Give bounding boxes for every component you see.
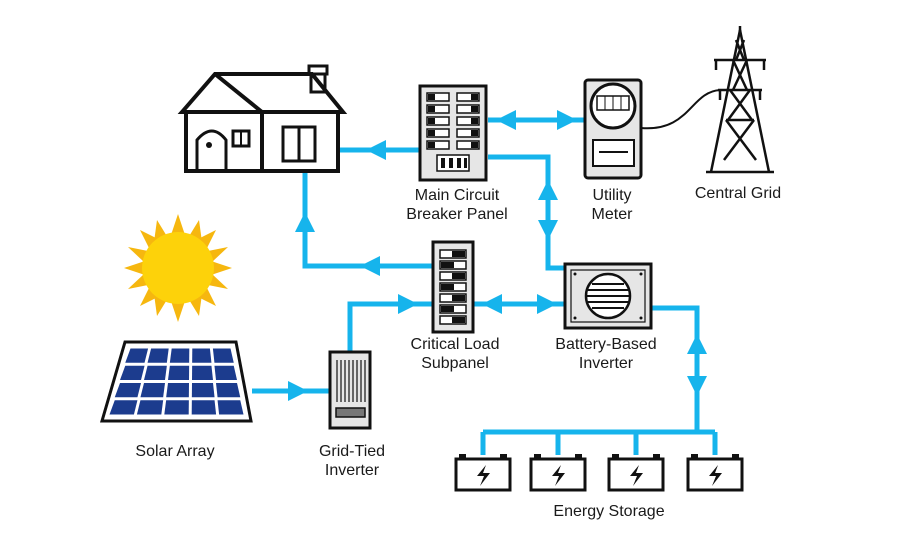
lightning-bolt-icon [477,465,490,486]
grid-tied-inverter-icon [328,350,372,430]
battery-icon [686,454,744,492]
solar-cell [166,383,189,398]
main-breaker-panel-icon [418,84,488,182]
solar-cell [114,383,141,398]
label-utility-meter-2: Meter [592,206,634,223]
arrow-to-subpanel [398,294,418,314]
label-critical-load-1: Critical Load [411,336,500,353]
solar-cell [120,365,145,380]
label-main-panel-2: Breaker Panel [406,206,507,223]
solar-cell [168,365,190,380]
label-energy-storage: Energy Storage [553,503,664,520]
label-main-panel-1: Main Circuit [415,187,500,204]
label-grid-tied-2: Inverter [325,462,380,479]
solar-cell [164,400,189,415]
battery-icon [454,454,512,492]
battery-icon [607,454,665,492]
solar-cell [147,348,169,363]
label-critical-load-2: Subpanel [421,355,489,372]
arrow-meter-right [557,110,577,130]
wire-battery-inverter-storage [650,305,700,432]
arrow-storage-up [687,334,707,354]
battery-inverter-icon [563,262,653,330]
house-icon [177,64,348,173]
label-utility-meter-1: Utility [592,187,631,204]
solar-cell [216,383,241,398]
battery-icon [529,454,587,492]
wire-main-battery-inverter [488,154,565,271]
solar-cell [212,348,234,363]
arrow-meter-left [496,110,516,130]
sun-icon [124,214,232,322]
arrow-main-down [538,220,558,240]
solar-cell [136,400,164,415]
lightning-bolt-icon [552,465,565,486]
solar-cell [144,365,167,380]
arrows [288,110,707,401]
transmission-tower-icon [706,26,774,174]
solar-cell [169,348,190,363]
label-solar-array: Solar Array [135,443,214,460]
arrow-house-up [295,212,315,232]
solar-array-icon [100,340,253,423]
arrow-battery-right [537,294,557,314]
arrow-storage-down [687,376,707,396]
solar-cell [109,400,138,415]
label-central-grid: Central Grid [695,185,781,202]
solar-cell [192,348,212,363]
solar-cell [191,383,215,398]
energy-storage [454,454,744,492]
label-battery-inverter-1: Battery-Based [555,336,656,353]
utility-meter-icon [583,78,643,180]
solar-cell [192,365,213,380]
wire-subpanel-house [302,172,433,269]
lightning-bolt-icon [709,465,722,486]
grid-cable [640,89,721,130]
solar-cell [214,365,237,380]
arrow-to-house [366,140,386,160]
labels: Main Circuit Breaker Panel Utility Meter… [135,185,781,520]
solar-cell [217,400,244,415]
arrow-main-up [538,180,558,200]
solar-cell [191,400,217,415]
critical-load-subpanel-icon [431,240,475,334]
solar-cell [140,383,165,398]
arrow-to-gridtied [288,381,308,401]
label-grid-tied-1: Grid-Tied [319,443,385,460]
arrow-subpanel-left [360,256,380,276]
solar-cell [125,348,149,363]
label-battery-inverter-2: Inverter [579,355,634,372]
lightning-bolt-icon [630,465,643,486]
arrow-battery-left [482,294,502,314]
